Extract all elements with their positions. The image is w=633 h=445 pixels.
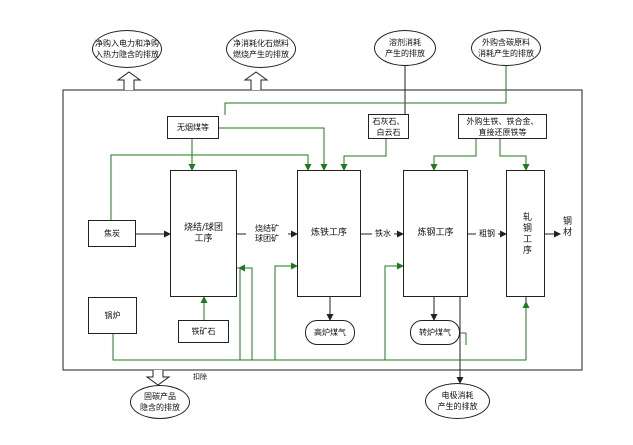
input-iron-ore: 铁矿石	[178, 320, 229, 343]
input-limestone: 石灰石、 白云石	[368, 114, 409, 139]
flow-molten-iron: 铁水	[372, 229, 394, 239]
emission-arrow-down	[145, 370, 171, 386]
g-purchased-steel	[430, 139, 477, 171]
process-rolling-label: 轧钢工序	[521, 211, 531, 256]
emission-purchased-power-label: 净购入电力和净购 入热力隐含的排放	[95, 39, 159, 59]
emission-flux: 溶剂消耗 产生的排放	[374, 30, 436, 66]
process-ironmaking-label: 炼铁工序	[310, 228, 347, 238]
process-steelmaking-label: 炼钢工序	[417, 228, 454, 238]
g-bottom-bus	[112, 301, 530, 361]
input-purchased-iron: 外购生铁、铁合金、 直接还原铁等	[458, 114, 547, 139]
input-anthracite-label: 无烟煤等	[177, 123, 209, 132]
input-boiler: 锅炉	[88, 297, 137, 334]
emission-arrow-up-2	[243, 71, 269, 90]
g-bus-sinter-arrow	[238, 264, 253, 360]
emission-electrode: 电极消耗 产生的排放	[425, 383, 490, 419]
g-purchased-roll	[499, 139, 530, 171]
g-bfgas-loop	[274, 262, 298, 360]
flow-crude-steel: 粗钢	[476, 229, 498, 239]
g-anthracite-iron	[218, 127, 328, 171]
emission-outsourced-carbon-label: 外购含碳原料 消耗产生的排放	[478, 38, 534, 58]
deduction-label: 扣除	[193, 373, 207, 381]
input-anthracite: 无烟煤等	[167, 116, 219, 139]
g-bus-sinter	[237, 267, 241, 360]
input-limestone-label: 石灰石、 白云石	[372, 116, 405, 137]
input-coke-label: 焦炭	[104, 229, 120, 238]
process-rolling: 轧钢工序	[506, 170, 545, 297]
g-top-bus	[224, 59, 510, 115]
emission-solid-carbon: 固碳产品 隐含的排放	[130, 385, 190, 419]
emission-fossil-fuel: 净消耗化石燃料 燃烧产生的排放	[226, 30, 296, 68]
process-ironmaking: 炼铁工序	[297, 170, 361, 297]
gas-converter: 转炉煤气	[410, 320, 460, 345]
emission-arrow-up-1	[116, 71, 142, 90]
g-limestone-iron	[340, 139, 387, 171]
process-sintering-label: 烧结/球团 工序	[183, 222, 224, 244]
process-sintering: 烧结/球团 工序	[170, 170, 237, 297]
input-iron-ore-label: 铁矿石	[191, 327, 216, 336]
system-boundary	[62, 89, 583, 371]
input-purchased-iron-label: 外购生铁、铁合金、 直接还原铁等	[466, 116, 539, 137]
flow-sinter-pellet: 烧结矿 球团矿	[246, 224, 288, 244]
emission-solid-carbon-label: 固碳产品 隐含的排放	[140, 392, 180, 412]
emission-outsourced-carbon: 外购含碳原料 消耗产生的排放	[471, 30, 541, 66]
flow-steel-product: 钢材	[559, 216, 571, 238]
g-bus-steel	[384, 262, 404, 360]
process-steelmaking: 炼钢工序	[403, 170, 468, 297]
gas-bf-label: 高炉煤气	[314, 328, 346, 337]
emission-flux-label: 溶剂消耗 产生的排放	[385, 38, 425, 58]
gas-converter-label: 转炉煤气	[419, 328, 451, 337]
emission-purchased-power: 净购入电力和净购 入热力隐含的排放	[92, 30, 162, 68]
emission-fossil-fuel-label: 净消耗化石燃料 燃烧产生的排放	[233, 39, 289, 59]
g-coke-top	[110, 154, 312, 220]
input-coke: 焦炭	[88, 220, 136, 247]
flow-steel-product-text: 钢材	[561, 216, 571, 238]
g-convgas-right	[458, 332, 467, 345]
gas-bf: 高炉煤气	[305, 320, 355, 345]
emission-electrode-label: 电极消耗 产生的排放	[437, 391, 478, 411]
input-boiler-label: 锅炉	[104, 311, 121, 320]
